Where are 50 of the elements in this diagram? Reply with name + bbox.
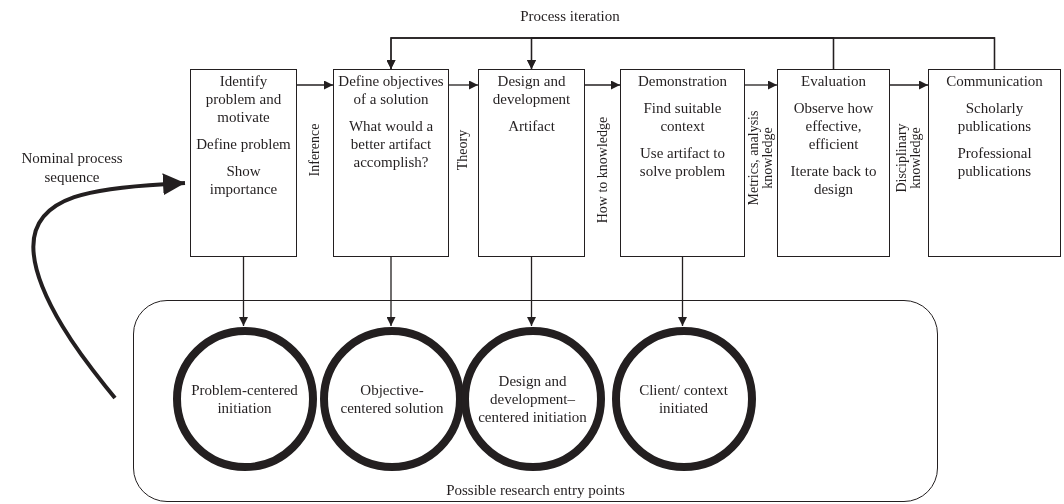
entry-point-circle: [460, 327, 605, 471]
edge-label: Disciplinary knowledge: [895, 122, 923, 195]
process-step-box: [478, 69, 585, 257]
entry-point-circle: [611, 327, 756, 471]
arrow: [584, 80, 621, 90]
process-step-box: [928, 69, 1061, 257]
step-text: Artifact: [507, 117, 556, 135]
step-text: Design and development–centered initiation: [477, 372, 588, 426]
step-text: Professional publications: [956, 144, 1033, 180]
edge-label: Metrics, analysis knowledge: [747, 109, 775, 208]
step-text: Problem-centered initiation: [190, 381, 299, 417]
step-title: Identify problem and motivate: [204, 72, 283, 126]
arrow: [527, 256, 536, 327]
arrow: [239, 256, 248, 327]
edge-label: Theory: [456, 128, 470, 173]
arrow: [296, 80, 334, 90]
arrow: [678, 256, 687, 327]
step-title: Demonstration: [636, 72, 729, 90]
annotation-text: Process iteration: [520, 6, 620, 26]
entry-point-circle: [320, 327, 464, 471]
step-title: Evaluation: [800, 72, 867, 90]
edge-label: How to knowledge: [596, 115, 610, 226]
arrow: [527, 37, 996, 70]
step-text: What would a better artifact accomplish?: [347, 117, 435, 171]
process-step-box: [620, 69, 745, 257]
panel-caption: Possible research entry points: [445, 481, 626, 499]
entry-points-panel: [133, 300, 938, 502]
process-step-box: [333, 69, 449, 257]
arrow: [448, 80, 479, 90]
arrow: [889, 80, 929, 90]
step-text: Find suitable context: [642, 99, 723, 135]
arrow: [744, 80, 778, 90]
step-text: Scholarly publications: [956, 99, 1033, 135]
step-text: Client/ context initiated: [638, 381, 729, 417]
step-text: Use artifact to solve problem: [638, 144, 727, 180]
step-title: Design and development: [491, 72, 572, 108]
process-step-box: [190, 69, 297, 257]
step-text: Define problem: [195, 135, 292, 153]
step-text: Objective-centered solution: [339, 381, 445, 417]
step-text: Show importance: [208, 162, 279, 198]
entry-point-circle: [172, 327, 317, 471]
arrow: [386, 256, 396, 327]
edge-label: Nominal process sequence: [20, 149, 124, 187]
step-text: Observe how effective, efficient: [792, 99, 875, 153]
step-title: Define objectives of a solution: [337, 72, 445, 108]
curved-arrow: [31, 173, 186, 400]
step-text: Iterate back to design: [789, 162, 878, 198]
process-step-box: [777, 69, 890, 257]
edge-label: Inference: [308, 122, 322, 179]
step-title: Communication: [945, 72, 1044, 90]
